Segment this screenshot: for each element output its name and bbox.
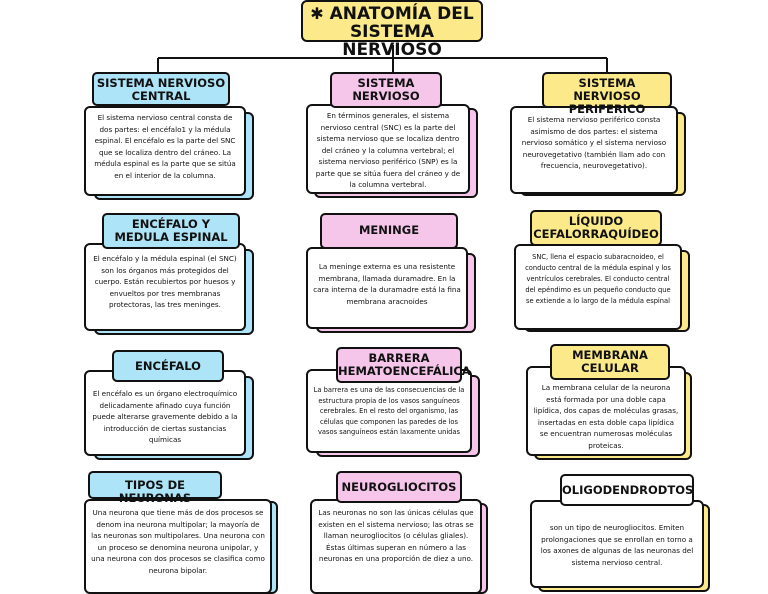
card-text: Las neuronas no son las únicas células q… — [310, 499, 482, 594]
card-text: son un tipo de neurogliocitos. Emiten pr… — [530, 500, 704, 588]
title-box: ✱ ANATOMÍA DEL SISTEMA NERVIOSO — [301, 0, 487, 59]
card-text: La membrana celular de la neurona está f… — [526, 366, 686, 456]
card-header: NEUROGLIOCITOS — [336, 471, 462, 503]
card-header: SISTEMA NERVIOSO CENTRAL — [92, 72, 230, 106]
card-header: ENCÉFALO Y MEDULA ESPINAL — [102, 213, 240, 249]
card-header: SISTEMA NERVIOSO PERIFERICO — [542, 72, 672, 116]
card-text: El encéfalo es un órgano electroquímico … — [84, 370, 246, 456]
card-header: BARRERA HEMATOENCEFÁLICA — [336, 347, 471, 383]
card-text: El sistema nervioso periférico consta as… — [510, 106, 678, 194]
card-text: La barrera es una de las consecuencias d… — [306, 369, 472, 453]
card-header: MENINGE — [320, 213, 458, 249]
card-membrana-celular: La membrana celular de la neurona está f… — [526, 344, 694, 462]
card-encefalo: El encéfalo es un órgano electroquímico … — [84, 350, 256, 462]
card-header: LÍQUIDO CEFALORRAQUÍDEO — [530, 210, 662, 246]
card-text: Una neurona que tiene más de dos proceso… — [84, 499, 272, 594]
card-header: ENCÉFALO — [112, 350, 224, 382]
card-sistema-nervioso-periferico: El sistema nervioso periférico consta as… — [510, 72, 688, 198]
card-encefalo-y-medula: El encéfalo y la médula espinal (el SNC)… — [84, 213, 256, 337]
card-tipos-de-neuronas: Una neurona que tiene más de dos proceso… — [84, 471, 280, 594]
card-header: TIPOS DE NEURONAS — [88, 471, 222, 505]
card-header: SISTEMA NERVIOSO — [330, 72, 442, 108]
card-barrera-hematoencefalica: La barrera es una de las consecuencias d… — [306, 347, 482, 460]
card-text: La meninge externa es una resistente mem… — [306, 247, 468, 329]
card-header: MEMBRANA CELULAR — [550, 344, 670, 380]
star-icon: ✱ — [310, 4, 324, 23]
title-line-2: SISTEMA NERVIOSO — [342, 22, 442, 60]
title-line-1: ANATOMÍA DEL — [329, 4, 474, 24]
card-sistema-nervioso: En términos generales, el sistema nervio… — [306, 72, 478, 200]
card-text: SNC, llena el espacio subaracnoideo, el … — [514, 244, 682, 330]
card-text: El encéfalo y la médula espinal (el SNC)… — [84, 243, 246, 331]
card-text: El sistema nervioso central consta de do… — [84, 106, 246, 196]
card-neurogliocitos: Las neuronas no son las únicas células q… — [310, 471, 490, 594]
card-sistema-nervioso-central: El sistema nervioso central consta de do… — [84, 72, 254, 202]
card-header: OLIGODENDRODTOS — [560, 474, 694, 506]
card-oligodendrodtos: son un tipo de neurogliocitos. Emiten pr… — [530, 474, 712, 594]
card-meninge: La meninge externa es una resistente mem… — [306, 213, 478, 335]
card-liquido-cefalorraquideo: SNC, llena el espacio subaracnoideo, el … — [514, 210, 692, 334]
card-text: En términos generales, el sistema nervio… — [306, 104, 470, 194]
